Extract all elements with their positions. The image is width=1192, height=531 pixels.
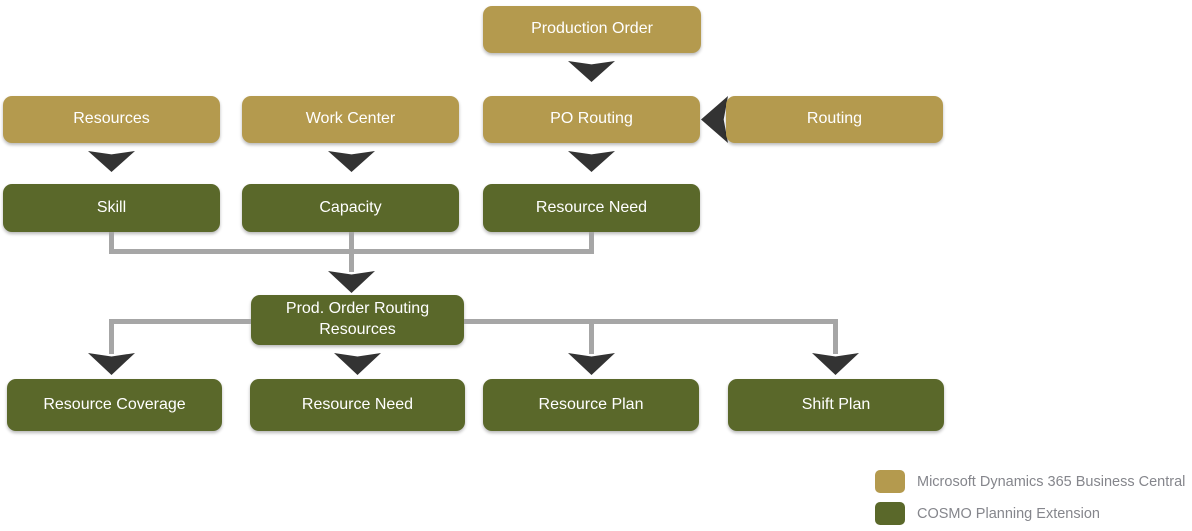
connector-line bbox=[109, 249, 594, 254]
node-work-center: Work Center bbox=[242, 96, 459, 143]
legend-label: Microsoft Dynamics 365 Business Central bbox=[917, 473, 1186, 490]
node-routing: Routing bbox=[726, 96, 943, 143]
node-prod-order-routing-resources: Prod. Order Routing Resources bbox=[251, 295, 464, 345]
connector-line bbox=[589, 232, 594, 254]
legend-label: COSMO Planning Extension bbox=[917, 505, 1100, 522]
connector-line bbox=[464, 319, 838, 324]
down-arrow-icon bbox=[88, 353, 135, 375]
down-arrow-icon bbox=[88, 151, 135, 172]
connector-line bbox=[589, 319, 594, 354]
node-resources: Resources bbox=[3, 96, 220, 143]
legend-item-business-central: Microsoft Dynamics 365 Business Central bbox=[875, 470, 1185, 493]
down-arrow-icon bbox=[328, 151, 375, 172]
node-po-routing: PO Routing bbox=[483, 96, 700, 143]
down-arrow-icon bbox=[812, 353, 859, 375]
legend-swatch-green bbox=[875, 502, 905, 525]
node-resource-need: Resource Need bbox=[483, 184, 700, 232]
node-resource-need-2: Resource Need bbox=[250, 379, 465, 431]
node-production-order: Production Order bbox=[483, 6, 701, 53]
down-arrow-icon bbox=[568, 151, 615, 172]
connector-line bbox=[109, 319, 114, 354]
node-resource-coverage: Resource Coverage bbox=[7, 379, 222, 431]
connector-line bbox=[833, 319, 838, 354]
down-arrow-icon bbox=[568, 61, 615, 82]
node-shift-plan: Shift Plan bbox=[728, 379, 944, 431]
down-arrow-icon bbox=[328, 271, 375, 293]
down-arrow-icon bbox=[334, 353, 381, 375]
legend-swatch-gold bbox=[875, 470, 905, 493]
node-skill: Skill bbox=[3, 184, 220, 232]
down-arrow-icon bbox=[568, 353, 615, 375]
node-capacity: Capacity bbox=[242, 184, 459, 232]
left-arrow-icon bbox=[701, 96, 728, 143]
connector-line bbox=[109, 232, 114, 254]
legend-item-cosmo: COSMO Planning Extension bbox=[875, 502, 1100, 525]
connector-line bbox=[109, 319, 251, 324]
node-resource-plan: Resource Plan bbox=[483, 379, 699, 431]
